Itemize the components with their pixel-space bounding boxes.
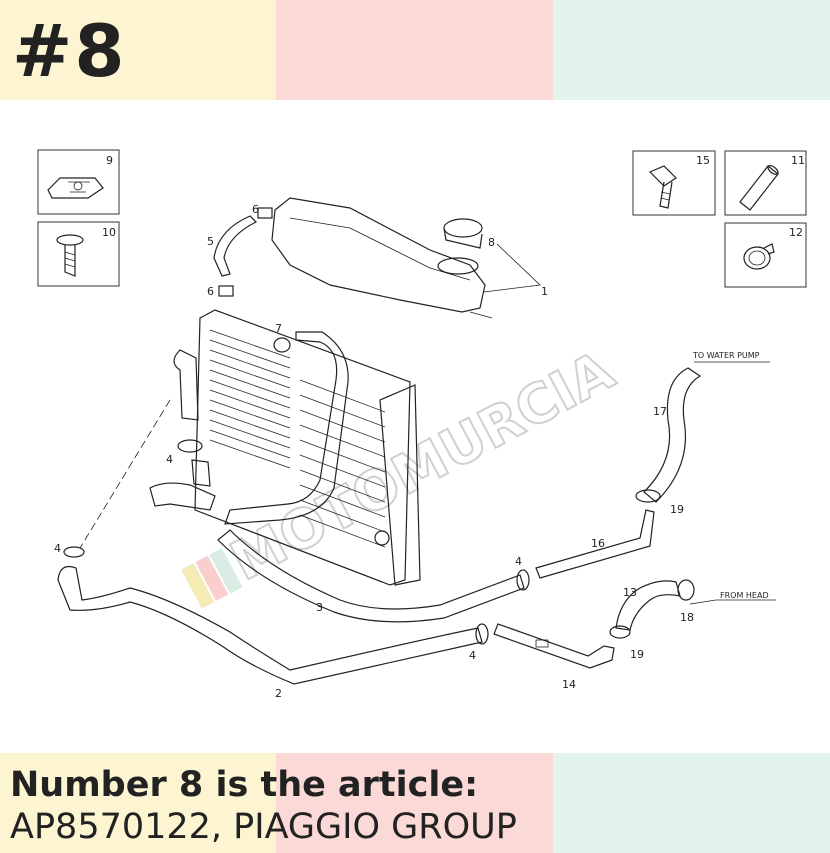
radiator-outlet-pipe bbox=[149, 482, 216, 511]
part-label-4-hose3: 4 bbox=[515, 555, 522, 568]
header-band-pink bbox=[276, 0, 553, 100]
hose-clamp-icon bbox=[743, 243, 775, 270]
spring-nut-icon bbox=[47, 177, 104, 199]
part-label-4-hose2: 4 bbox=[54, 542, 61, 555]
inset-label-11: 11 bbox=[791, 154, 805, 167]
leader-from-head bbox=[689, 599, 776, 605]
inset-label-10: 10 bbox=[102, 226, 116, 239]
inset-box-10: 10 bbox=[37, 221, 120, 287]
sleeve-icon bbox=[739, 165, 779, 211]
part-label-19-upper: 19 bbox=[670, 503, 684, 516]
inset-box-11: 11 bbox=[724, 150, 807, 216]
footer-band-mint bbox=[553, 753, 830, 853]
part-label-2: 2 bbox=[275, 687, 282, 700]
hose-17 bbox=[643, 367, 702, 503]
tank-cap bbox=[437, 218, 483, 275]
clamp-19-lower bbox=[609, 625, 631, 639]
watermark-logo: MOTOMURCIA bbox=[181, 338, 625, 609]
exploded-parts-diagram: MOTOMURCIA 9 10 15 11 bbox=[37, 149, 807, 700]
clamp-4-hose2 bbox=[63, 546, 85, 558]
footer-band-yellow bbox=[0, 753, 276, 853]
part-label-5: 5 bbox=[207, 235, 214, 248]
part-label-13: 13 bbox=[623, 586, 637, 599]
clamp-4-hose3 bbox=[516, 569, 530, 591]
watermark-stripe-mint bbox=[209, 548, 243, 594]
inset-box-9: 9 bbox=[37, 149, 120, 215]
inset-label-12: 12 bbox=[789, 226, 803, 239]
leader-8-1 bbox=[483, 243, 541, 293]
pipe-16 bbox=[535, 509, 655, 579]
header-band-mint bbox=[553, 0, 830, 100]
part-label-16: 16 bbox=[591, 537, 605, 550]
part-label-17: 17 bbox=[653, 405, 667, 418]
watermark-stripe-yellow bbox=[181, 563, 215, 609]
footer-band-pink bbox=[276, 753, 553, 853]
hose-2 bbox=[57, 565, 483, 685]
article-caption-title: Number 8 is the article: bbox=[10, 765, 479, 805]
part-label-18: 18 bbox=[680, 611, 694, 624]
clamp-4-lower bbox=[475, 623, 489, 645]
inset-box-12: 12 bbox=[724, 222, 807, 288]
note-to-water-pump: TO WATER PUMP bbox=[692, 351, 760, 360]
watermark-text: MOTOMURCIA bbox=[221, 339, 624, 593]
reference-dash-line bbox=[79, 399, 171, 549]
clamp-18 bbox=[677, 579, 695, 601]
inset-label-15: 15 bbox=[696, 154, 710, 167]
clamp-19-upper bbox=[635, 489, 661, 503]
outlet-stub bbox=[191, 459, 211, 487]
part-number-badge: #8 bbox=[12, 9, 127, 93]
note-from-head: FROM HEAD bbox=[720, 591, 769, 600]
clamp-6-top bbox=[257, 207, 273, 219]
part-label-4-radiator: 4 bbox=[166, 453, 173, 466]
part-label-19-lower: 19 bbox=[630, 648, 644, 661]
clamp-4-radiator bbox=[177, 439, 203, 453]
header-band-yellow bbox=[0, 0, 276, 100]
part-label-14: 14 bbox=[562, 678, 576, 691]
hose-3 bbox=[217, 529, 525, 623]
footer-band bbox=[0, 753, 830, 853]
watermark-stripe-pink bbox=[195, 555, 229, 602]
pipe-14 bbox=[493, 623, 615, 669]
screw-icon bbox=[648, 165, 677, 209]
part-label-8: 8 bbox=[488, 236, 495, 249]
breather-hose bbox=[213, 215, 258, 277]
part-label-6-top: 6 bbox=[252, 203, 259, 216]
clamp-6-bottom bbox=[218, 285, 234, 297]
inset-box-15: 15 bbox=[632, 150, 716, 216]
part-label-7: 7 bbox=[275, 322, 282, 335]
clamp-7 bbox=[273, 337, 291, 353]
upper-hose bbox=[224, 331, 349, 525]
expansion-tank bbox=[271, 197, 493, 319]
inset-label-9: 9 bbox=[106, 154, 113, 167]
part-label-4-lower: 4 bbox=[469, 649, 476, 662]
article-caption-code: AP8570122, PIAGGIO GROUP bbox=[10, 807, 517, 847]
bolt-icon bbox=[56, 234, 84, 277]
radiator-side-hose bbox=[173, 349, 199, 421]
part-label-6-bottom: 6 bbox=[207, 285, 214, 298]
part-label-1: 1 bbox=[541, 285, 548, 298]
pipe-14-bracket bbox=[535, 639, 549, 648]
header-band bbox=[0, 0, 830, 100]
part-label-3: 3 bbox=[316, 601, 323, 614]
